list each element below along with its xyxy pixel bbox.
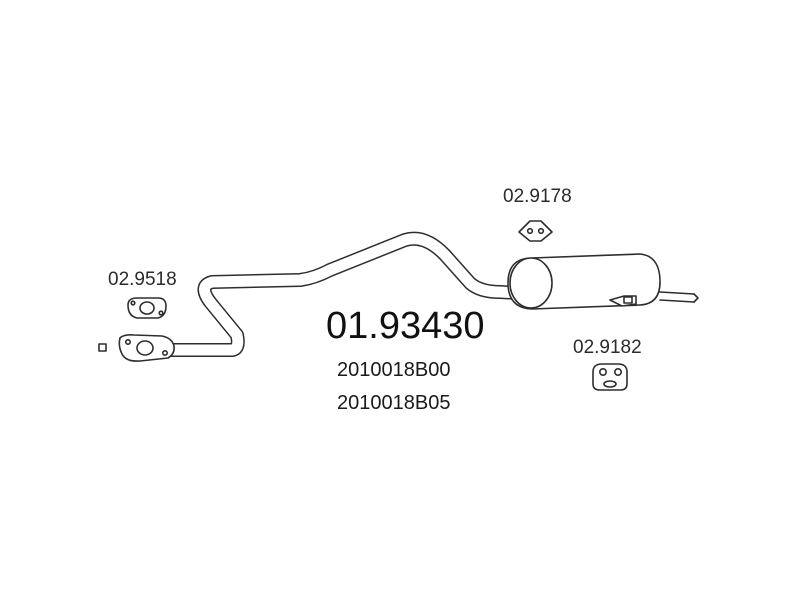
marker-square: [98, 343, 107, 352]
inlet-flange: [118, 334, 175, 362]
oem-number-1: 2010018B00: [337, 359, 450, 381]
gasket-part-number: 02.9518: [108, 269, 177, 290]
exhaust-pipe: [165, 231, 527, 357]
oem-number-2: 2010018B05: [337, 392, 450, 414]
hanger-top-icon: [518, 220, 553, 242]
hanger-right-part-number: 02.9182: [573, 337, 642, 358]
muffler: [507, 253, 699, 310]
hanger-right-icon: [592, 363, 628, 391]
gasket-icon: [127, 297, 167, 319]
main-part-number: 01.93430: [326, 305, 485, 347]
hanger-top-part-number: 02.9178: [503, 186, 572, 207]
